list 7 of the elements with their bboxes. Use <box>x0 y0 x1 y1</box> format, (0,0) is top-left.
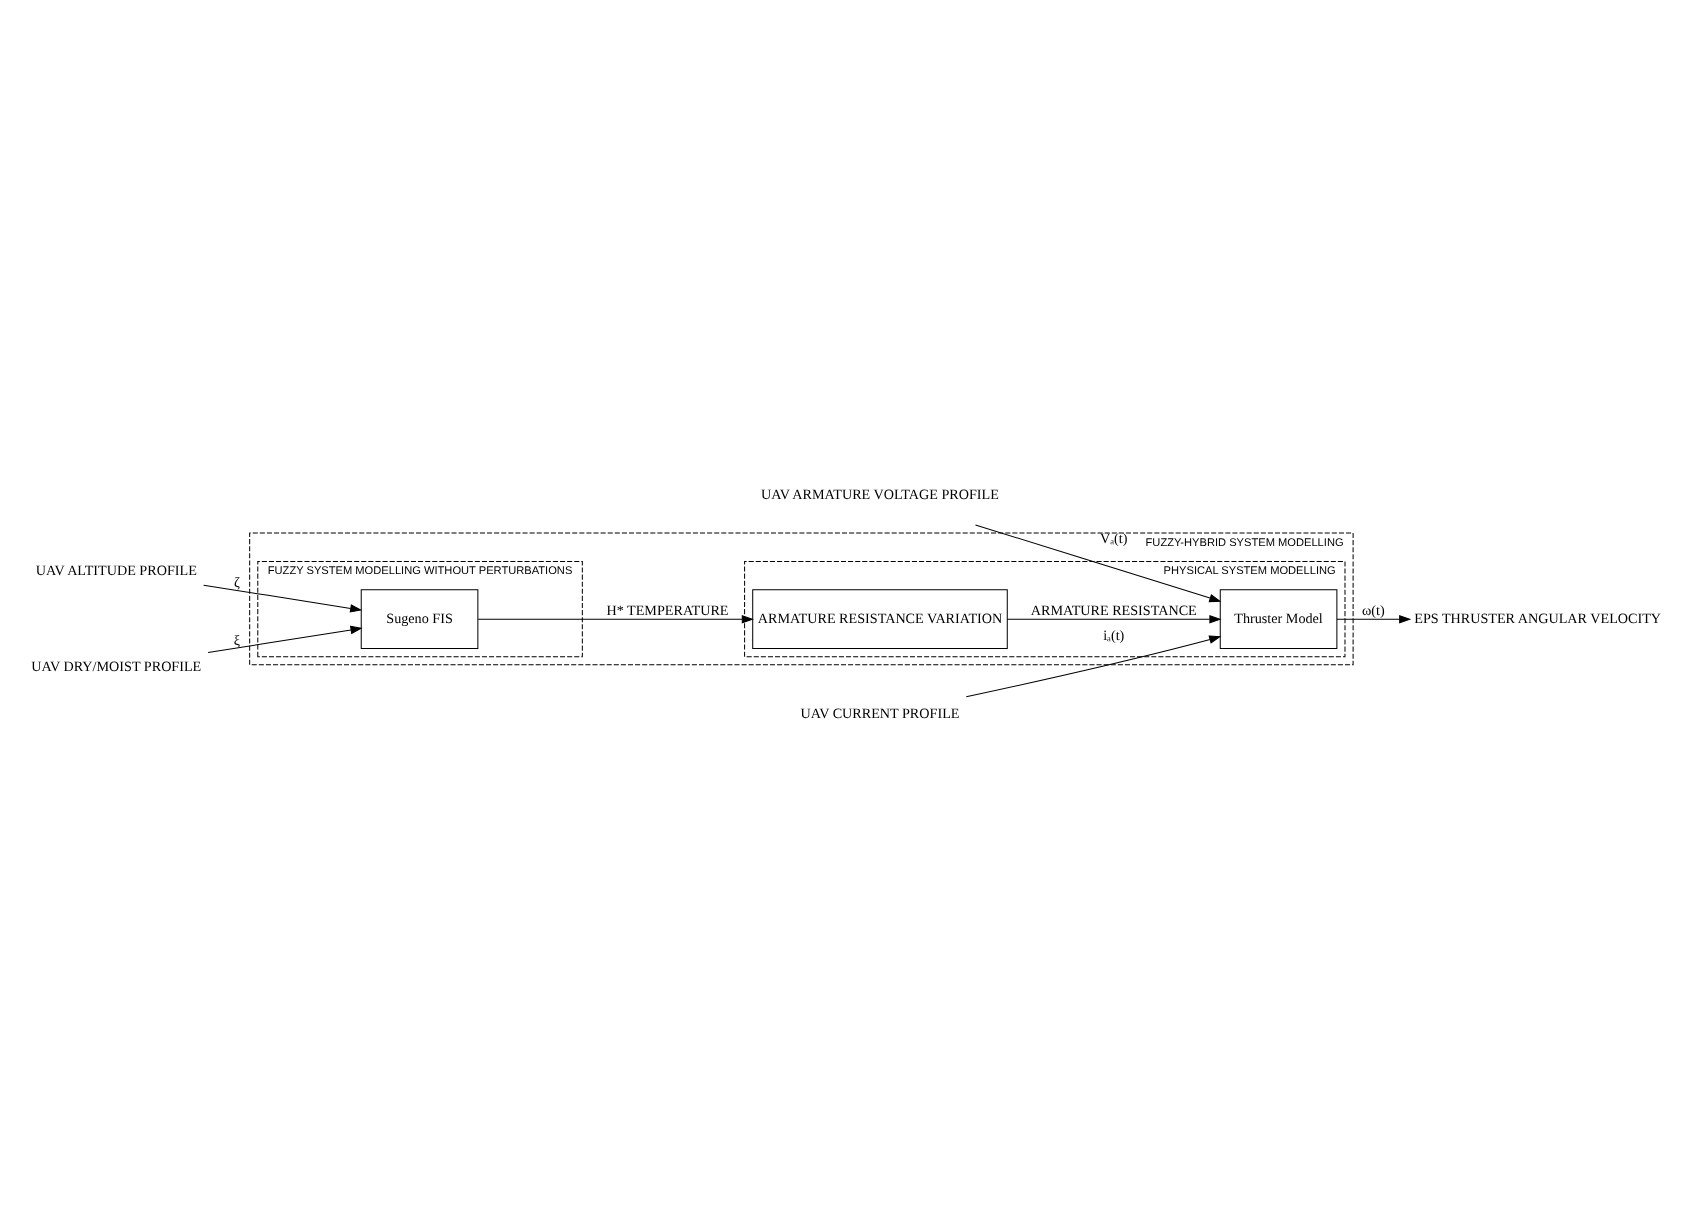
arrow <box>477 613 754 623</box>
arrow <box>965 634 1222 697</box>
arrow <box>1006 613 1222 623</box>
arrow <box>974 523 1222 602</box>
arrow <box>1336 613 1412 623</box>
arrow <box>207 624 363 652</box>
arrow <box>203 583 363 612</box>
